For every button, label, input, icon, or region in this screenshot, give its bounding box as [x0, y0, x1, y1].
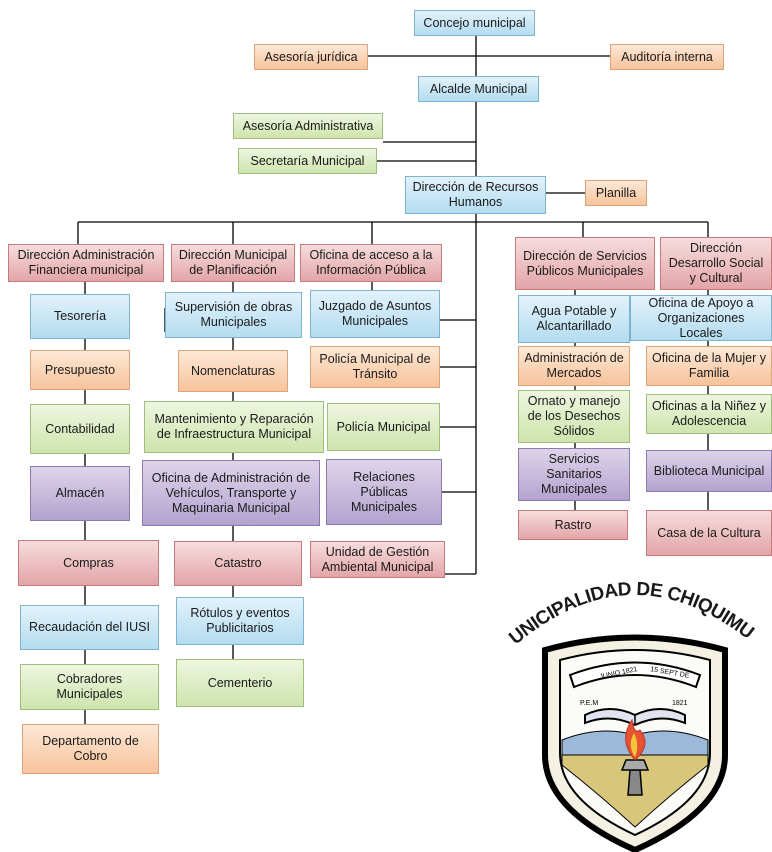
nomenclaturas-box: Nomenclaturas — [178, 350, 288, 392]
oficina-vehiculos-box: Oficina de Administración de Vehículos, … — [142, 460, 320, 526]
apoyo-organizaciones-box: Oficina de Apoyo a Organizaciones Locale… — [630, 295, 772, 341]
planilla-box: Planilla — [585, 180, 647, 206]
tesoreria-box: Tesorería — [30, 294, 130, 339]
oficina-informacion-box: Oficina de acceso a la Información Públi… — [300, 244, 442, 282]
gestion-ambiental-box: Unidad de Gestión Ambiental Municipal — [310, 541, 445, 578]
secretaria-municipal-box: Secretaría Municipal — [238, 148, 377, 174]
direccion-planificacion-box: Dirección Municipal de Planificación — [171, 244, 295, 282]
servicios-sanitarios-box: Servicios Sanitarios Municipales — [518, 448, 630, 501]
cementerio-box: Cementerio — [176, 659, 304, 707]
servicios-publicos-box: Dirección de Servicios Públicos Municipa… — [515, 237, 655, 290]
asesoria-juridica-box: Asesoría jurídica — [254, 44, 368, 70]
presupuesto-box: Presupuesto — [30, 350, 130, 390]
departamento-cobro-box: Departamento de Cobro — [22, 724, 159, 774]
oficina-mujer-box: Oficina de la Mujer y Familia — [646, 346, 772, 386]
desarrollo-social-box: Dirección Desarrollo Social y Cultural — [660, 237, 772, 290]
ninez-adolescencia-box: Oficinas a la Niñez y Adolescencia — [646, 394, 772, 434]
contabilidad-box: Contabilidad — [30, 404, 130, 454]
ornato-box: Ornato y manejo de los Desechos Sólidos — [518, 390, 630, 443]
concejo-municipal-box: Concejo municipal — [414, 10, 535, 36]
cobradores-box: Cobradores Municipales — [20, 664, 159, 710]
catastro-box: Catastro — [174, 541, 302, 586]
policia-municipal-box: Policía Municipal — [327, 403, 440, 451]
juzgado-box: Juzgado de Asuntos Municipales — [310, 290, 440, 338]
relaciones-publicas-box: Relaciones Públicas Municipales — [326, 459, 442, 525]
rotulos-box: Rótulos y eventos Publicitarios — [176, 597, 304, 645]
agua-potable-box: Agua Potable y Alcantarillado — [518, 295, 630, 343]
asesoria-administrativa-box: Asesoría Administrativa — [233, 113, 383, 139]
logo-left-label: P.E.M — [580, 700, 598, 707]
mantenimiento-box: Mantenimiento y Reparación de Infraestru… — [144, 401, 324, 453]
logo-right-label: 1821 — [672, 700, 688, 707]
recaudacion-iusi-box: Recaudación del IUSI — [20, 605, 159, 650]
policia-transito-box: Policía Municipal de Tránsito — [310, 346, 440, 388]
mercados-box: Administración de Mercados — [518, 346, 630, 386]
almacen-box: Almacén — [30, 466, 130, 521]
casa-cultura-box: Casa de la Cultura — [646, 510, 772, 556]
rrhh-box: Dirección de Recursos Humanos — [405, 176, 546, 214]
alcalde-municipal-box: Alcalde Municipal — [418, 76, 539, 102]
biblioteca-box: Biblioteca Municipal — [646, 450, 772, 492]
rastro-box: Rastro — [518, 510, 628, 540]
municipalidad-logo: MUNICIPALIDAD DE CHIQUIMULA JUNIO 1821 1… — [500, 565, 758, 852]
direccion-financiera-box: Dirección Administración Financiera muni… — [8, 244, 164, 282]
compras-box: Compras — [18, 540, 159, 586]
supervision-obras-box: Supervisión de obras Municipales — [165, 292, 302, 338]
auditoria-interna-box: Auditoría interna — [610, 44, 724, 70]
